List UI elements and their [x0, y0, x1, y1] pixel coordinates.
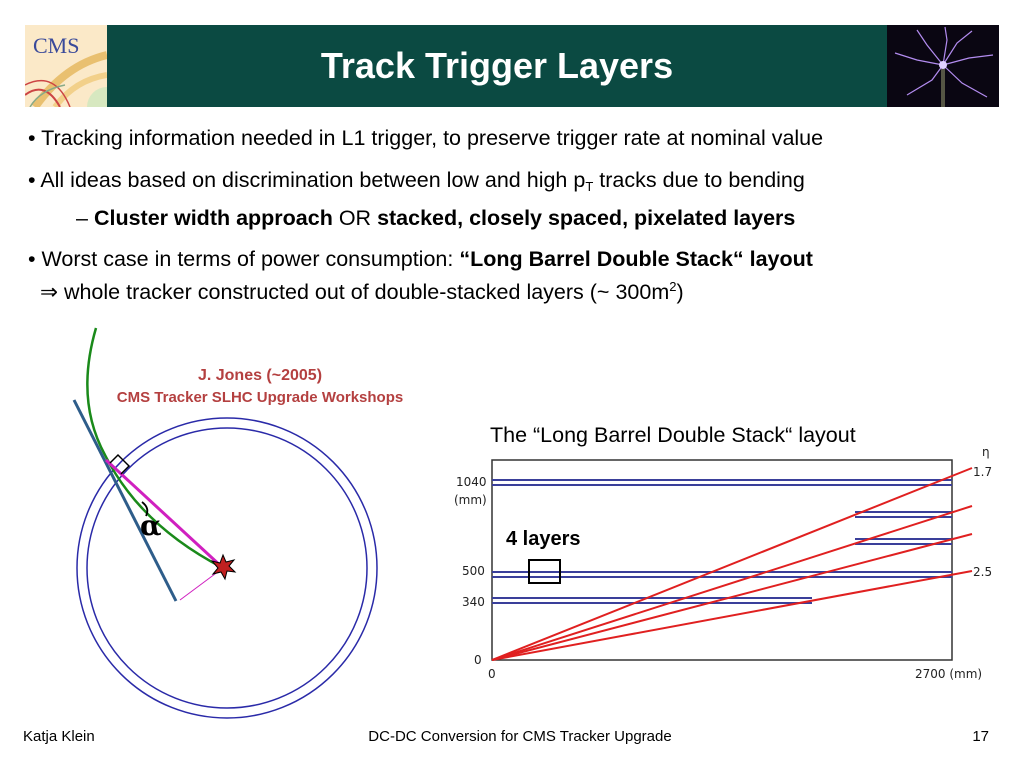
eta-2-5: 2.5: [973, 565, 992, 579]
citation: J. Jones (~2005) CMS Tracker SLHC Upgrad…: [90, 367, 430, 406]
citation-author: J. Jones (~2005): [197, 367, 323, 384]
y-unit: (mm): [454, 493, 487, 507]
bullet-2: • All ideas based on discrimination betw…: [28, 168, 805, 194]
x-label-2700: 2700 (mm): [915, 667, 982, 681]
eta-symbol: η: [982, 445, 990, 459]
bullet-3: • Worst case in terms of power consumpti…: [28, 247, 813, 271]
y-label-1040: 1040: [456, 475, 487, 489]
angle-label: α: [140, 509, 162, 542]
track-bending-diagram: α: [72, 327, 378, 719]
y-label-0: 0: [474, 653, 482, 667]
slide-title: Track Trigger Layers: [320, 45, 674, 86]
eta-1-7: 1.7: [973, 465, 992, 479]
citation-event: CMS Tracker SLHC Upgrade Workshops: [116, 389, 404, 406]
y-label-500: 500: [462, 564, 485, 578]
footer-talk-title: DC-DC Conversion for CMS Tracker Upgrade: [368, 728, 672, 745]
implication-line: ⇒ whole tracker constructed out of doubl…: [39, 279, 684, 304]
header-bar: [25, 25, 999, 107]
footer-author: Katja Klein: [23, 728, 95, 745]
implies-arrow: ⇒: [39, 280, 58, 304]
sub-bullet: – Cluster width approach OR stacked, clo…: [76, 206, 796, 230]
cms-logo-text: CMS: [33, 33, 80, 58]
layout-diagram: 1040 (mm) 500 340 0 0 2700 (mm) η 1.7 2.…: [454, 445, 992, 681]
x-label-0: 0: [488, 667, 496, 681]
page-number: 17: [972, 728, 989, 745]
cms-logo: CMS: [25, 25, 107, 107]
y-label-340: 340: [462, 595, 485, 609]
layout-caption: The “Long Barrel Double Stack“ layout: [490, 423, 856, 447]
layers-label: 4 layers: [506, 528, 581, 550]
bullet-1: • Tracking information needed in L1 trig…: [28, 126, 824, 150]
plasma-image: [887, 25, 999, 107]
